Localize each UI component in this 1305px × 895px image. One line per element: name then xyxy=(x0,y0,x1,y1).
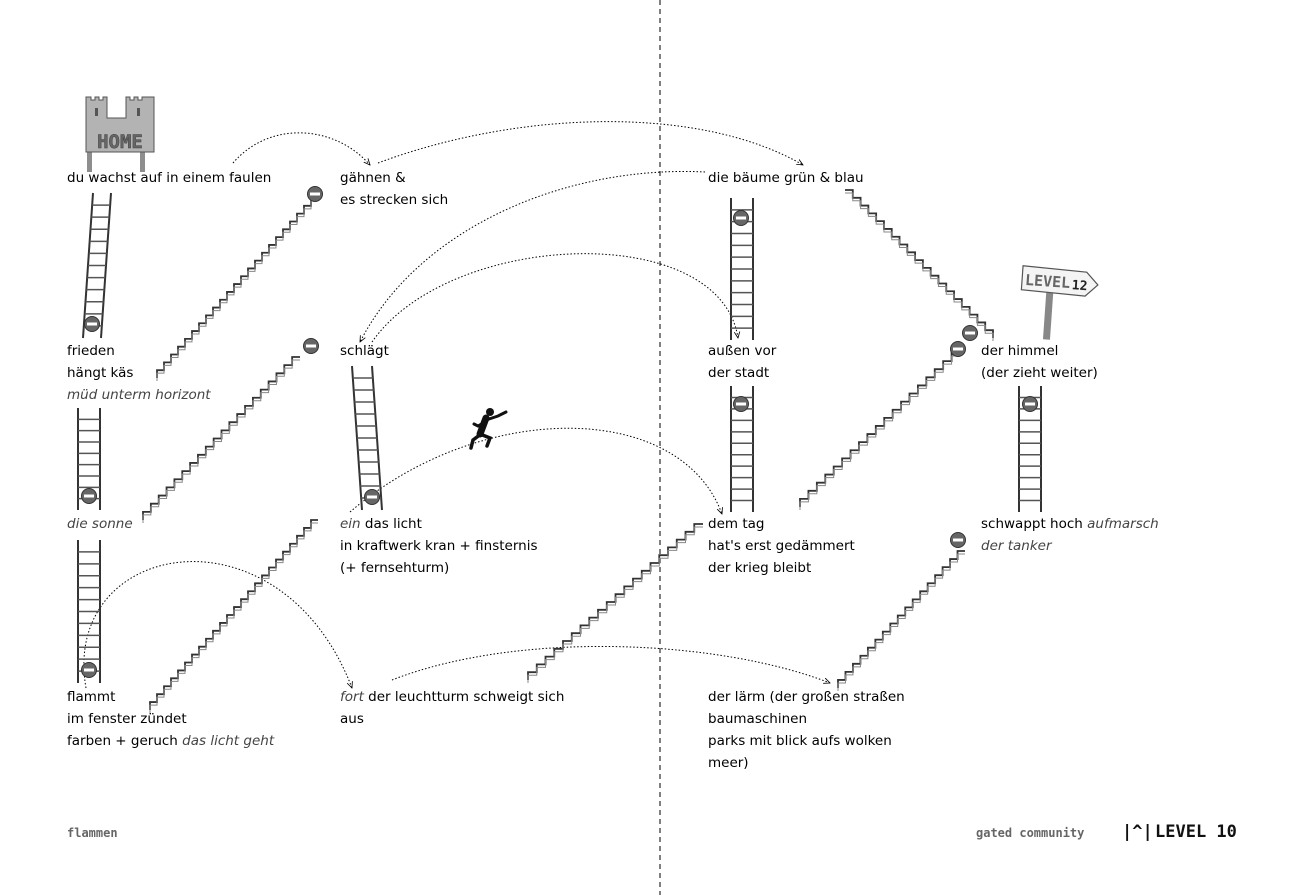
text-himmel: der himmel(der zieht weiter) xyxy=(981,343,1098,381)
arrow-2 xyxy=(377,121,803,165)
stop-sign-7 xyxy=(733,210,749,226)
text-wachst: du wachst auf in einem faulen xyxy=(67,170,272,186)
ladder-3 xyxy=(77,540,101,683)
stop-sign-2 xyxy=(307,186,323,202)
ladder-6 xyxy=(730,386,754,512)
arrow-1 xyxy=(232,132,370,165)
ladder-4 xyxy=(351,365,383,511)
ladders xyxy=(77,192,1042,683)
stairs-3 xyxy=(149,519,318,713)
stairs-6 xyxy=(837,550,965,691)
stop-sign-4 xyxy=(81,488,97,504)
stop-sign-8 xyxy=(733,396,749,412)
home-sign-label: HOME xyxy=(97,131,143,153)
arrows xyxy=(83,121,830,688)
runner-icon xyxy=(469,408,508,450)
arrow-7 xyxy=(391,645,830,683)
footer-right-title: gated community xyxy=(976,826,1085,840)
stop-sign-6 xyxy=(364,489,380,505)
stairs-7 xyxy=(845,189,994,341)
text-licht: ein das licht in kraftwerk kran + finste… xyxy=(340,516,538,576)
text-schwappt: schwappt hoch aufmarsch der tanker xyxy=(981,516,1159,554)
footer-level: LEVEL 10 xyxy=(1155,822,1237,842)
level-signpost-icon: LEVEL 12 xyxy=(1020,265,1099,340)
text-fort: fort der leuchtturm schweigt sich aus xyxy=(340,689,565,727)
stop-sign-11 xyxy=(1022,396,1038,412)
footer-left-title: flammen xyxy=(67,826,118,840)
text-gaehnen: gähnen &es strecken sich xyxy=(340,170,449,208)
stairs-4 xyxy=(527,523,703,683)
arrow-6 xyxy=(83,561,352,688)
home-castle-icon: HOME xyxy=(85,96,155,172)
stairs-5 xyxy=(799,352,960,510)
stop-sign-3 xyxy=(303,338,319,354)
stop-sign-5 xyxy=(81,662,97,678)
footer-symbol: |^| xyxy=(1122,822,1153,842)
stairs xyxy=(142,189,994,713)
text-schlaegt: schlägt xyxy=(340,343,389,359)
arrow-5 xyxy=(349,427,722,514)
arrow-4 xyxy=(371,253,738,343)
stop-sign-9 xyxy=(962,325,978,341)
level-sign-word: LEVEL xyxy=(1024,271,1070,292)
stop-sign-12 xyxy=(950,532,966,548)
stairs-2 xyxy=(142,356,300,523)
stop-signs xyxy=(81,186,1038,678)
stairs-1 xyxy=(156,197,318,381)
level-sign-number: 12 xyxy=(1071,278,1088,294)
ladder-7 xyxy=(1018,386,1042,512)
ladder-1 xyxy=(82,192,112,339)
stop-sign-10 xyxy=(950,341,966,357)
text-baeume: die bäume grün & blau xyxy=(708,170,864,186)
stop-sign-1 xyxy=(84,316,100,332)
text-sonne: die sonne xyxy=(67,516,133,532)
